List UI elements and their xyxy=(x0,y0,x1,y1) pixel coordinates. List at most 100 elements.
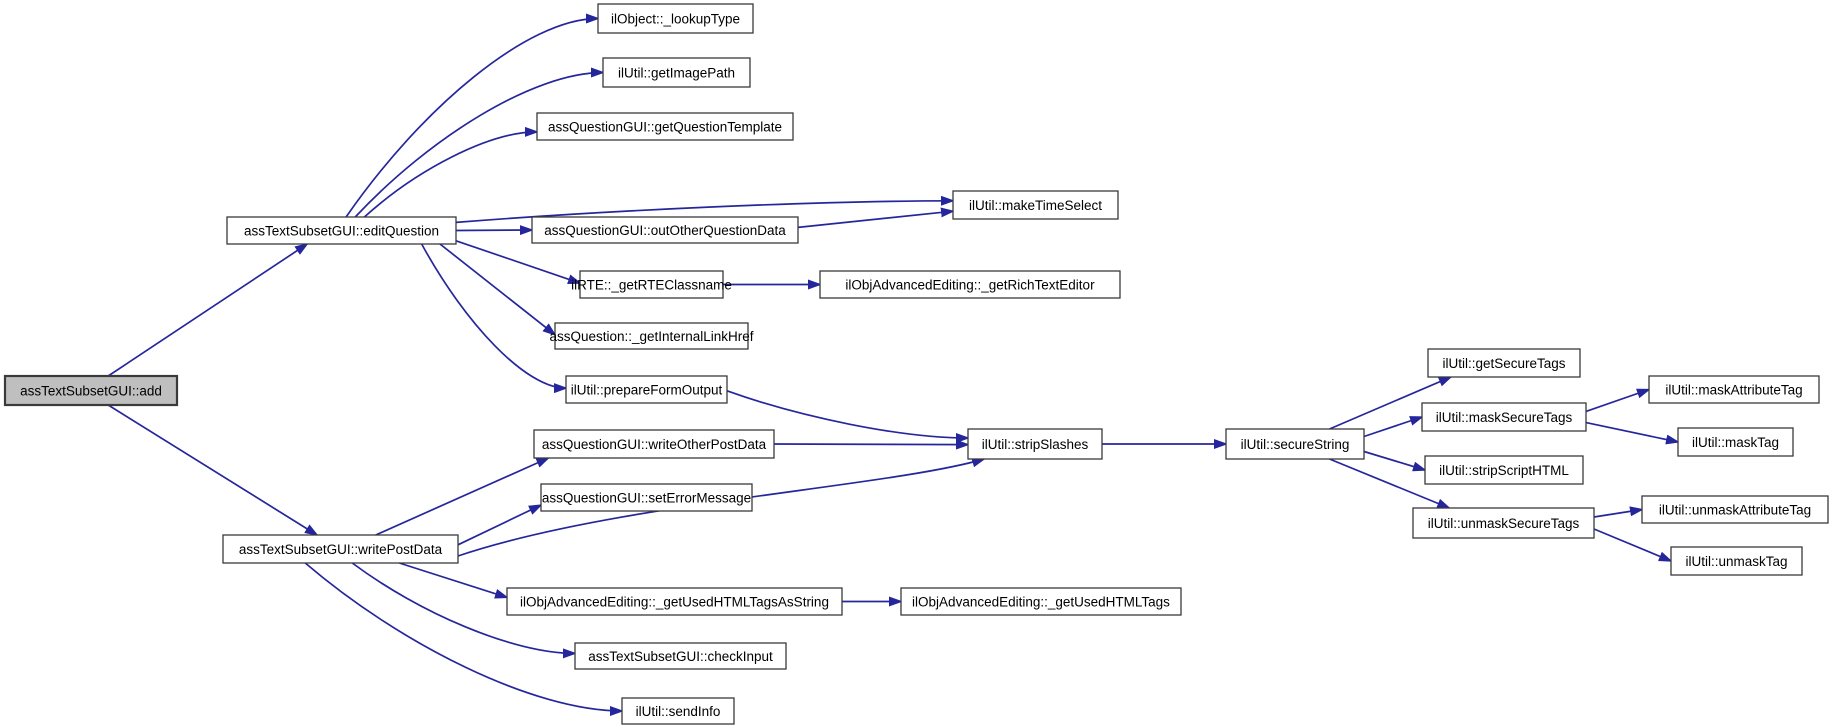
node-box xyxy=(1670,546,1803,576)
edge-editQuestion-to-getRTEClassname xyxy=(455,239,582,284)
node-label: assTextSubsetGUI::add xyxy=(20,383,162,398)
edge-add-to-writePostData xyxy=(107,404,319,537)
node-box xyxy=(602,57,751,88)
node-box xyxy=(506,587,843,616)
node-unmaskSecureTags[interactable]: ilUtil::unmaskSecureTags xyxy=(1412,507,1595,539)
edge-outOtherQuestionData-to-makeTimeSelect xyxy=(797,207,955,229)
node-label: ilUtil::stripSlashes xyxy=(982,437,1089,452)
node-label: assQuestionGUI::getQuestionTemplate xyxy=(548,119,782,134)
node-label: ilUtil::unmaskTag xyxy=(1685,554,1787,569)
edge-secureString-to-stripScriptHTML xyxy=(1363,450,1427,472)
edge-maskSecureTags-to-maskTag xyxy=(1585,421,1680,445)
node-box xyxy=(540,483,753,512)
node-box xyxy=(565,375,728,404)
node-checkInput[interactable]: assTextSubsetGUI::checkInput xyxy=(574,642,787,670)
edge-maskSecureTags-to-maskAttributeTag xyxy=(1585,388,1651,413)
node-box xyxy=(952,190,1119,220)
node-makeTimeSelect[interactable]: ilUtil::makeTimeSelect xyxy=(952,190,1119,220)
node-label: ilObjAdvancedEditing::_getUsedHTMLTagsAs… xyxy=(520,594,829,609)
node-getRTEClassname[interactable]: ilRTE::_getRTEClassname xyxy=(571,270,732,299)
node-label: assTextSubsetGUI::checkInput xyxy=(588,649,773,664)
node-label: ilRTE::_getRTEClassname xyxy=(571,277,732,292)
node-box xyxy=(226,216,457,245)
node-prepareFormOutput[interactable]: ilUtil::prepareFormOutput xyxy=(565,375,728,404)
edge-editQuestion-to-getQuestionTemplate xyxy=(363,126,539,218)
node-box xyxy=(1641,495,1829,524)
node-label: assQuestionGUI::writeOtherPostData xyxy=(542,437,767,452)
edge-add-to-editQuestion xyxy=(107,242,309,377)
node-sendInfo[interactable]: ilUtil::sendInfo xyxy=(621,697,735,725)
node-getInternalLinkHref[interactable]: assQuestion::_getInternalLinkHref xyxy=(549,322,754,350)
node-maskSecureTags[interactable]: ilUtil::maskSecureTags xyxy=(1421,402,1587,432)
node-label: ilUtil::getSecureTags xyxy=(1442,356,1565,371)
node-getSecureTags[interactable]: ilUtil::getSecureTags xyxy=(1427,348,1581,378)
node-label: ilUtil::makeTimeSelect xyxy=(969,198,1102,213)
node-box xyxy=(536,112,794,141)
edge-prepareFormOutput-to-stripSlashes xyxy=(726,390,970,443)
node-box xyxy=(222,534,459,564)
node-label: ilUtil::stripScriptHTML xyxy=(1439,463,1569,478)
node-maskAttributeTag[interactable]: ilUtil::maskAttributeTag xyxy=(1648,375,1820,404)
node-setErrorMessage[interactable]: assQuestionGUI::setErrorMessage xyxy=(540,483,753,512)
node-label: assQuestionGUI::setErrorMessage xyxy=(542,490,751,505)
node-box xyxy=(819,270,1121,299)
node-lookupType[interactable]: ilObject::_lookupType xyxy=(597,3,754,34)
node-box xyxy=(1424,455,1584,485)
node-label: assQuestionGUI::outOtherQuestionData xyxy=(544,223,786,238)
node-label: ilObjAdvancedEditing::_getRichTextEditor xyxy=(845,277,1095,292)
node-box xyxy=(574,642,787,670)
node-getUsedHTMLTagsAsString[interactable]: ilObjAdvancedEditing::_getUsedHTMLTagsAs… xyxy=(506,587,843,616)
node-label: ilUtil::maskAttributeTag xyxy=(1665,382,1802,397)
node-label: ilUtil::maskTag xyxy=(1692,435,1779,450)
node-getRichTextEditor[interactable]: ilObjAdvancedEditing::_getRichTextEditor xyxy=(819,270,1121,299)
node-getImagePath[interactable]: ilUtil::getImagePath xyxy=(602,57,751,88)
node-maskTag[interactable]: ilUtil::maskTag xyxy=(1677,427,1794,457)
node-box xyxy=(621,697,735,725)
node-secureString[interactable]: ilUtil::secureString xyxy=(1225,428,1365,460)
node-editQuestion[interactable]: assTextSubsetGUI::editQuestion xyxy=(226,216,457,245)
edge-unmaskSecureTags-to-unmaskTag xyxy=(1593,528,1673,562)
edge-writeOtherPostData-to-stripSlashes xyxy=(773,439,970,450)
node-stripScriptHTML[interactable]: ilUtil::stripScriptHTML xyxy=(1424,455,1584,485)
node-box xyxy=(1427,348,1581,378)
edge-writePostData-to-sendInfo xyxy=(304,562,624,716)
edge-writePostData-to-writeOtherPostData xyxy=(375,457,551,536)
node-writePostData[interactable]: assTextSubsetGUI::writePostData xyxy=(222,534,459,564)
edge-writePostData-to-setErrorMessage xyxy=(457,504,543,546)
node-box xyxy=(579,270,724,299)
node-label: assTextSubsetGUI::writePostData xyxy=(239,542,443,557)
node-writeOtherPostData[interactable]: assQuestionGUI::writeOtherPostData xyxy=(533,429,775,459)
node-box xyxy=(900,587,1182,616)
node-add[interactable]: assTextSubsetGUI::add xyxy=(3,374,179,407)
node-label: assTextSubsetGUI::editQuestion xyxy=(244,223,439,238)
node-stripSlashes[interactable]: ilUtil::stripSlashes xyxy=(967,428,1103,460)
node-label: ilUtil::sendInfo xyxy=(636,704,721,719)
node-label: ilObjAdvancedEditing::_getUsedHTMLTags xyxy=(912,594,1170,609)
edge-secureString-to-maskSecureTags xyxy=(1363,416,1424,438)
edge-secureString-to-unmaskSecureTags xyxy=(1329,458,1452,509)
edge-editQuestion-to-outOtherQuestionData xyxy=(455,225,534,236)
node-box xyxy=(533,429,775,459)
node-getUsedHTMLTags[interactable]: ilObjAdvancedEditing::_getUsedHTMLTags xyxy=(900,587,1182,616)
edge-writePostData-to-getUsedHTMLTagsAsString xyxy=(398,562,509,599)
node-unmaskAttributeTag[interactable]: ilUtil::unmaskAttributeTag xyxy=(1641,495,1829,524)
node-unmaskTag[interactable]: ilUtil::unmaskTag xyxy=(1670,546,1803,576)
node-getQuestionTemplate[interactable]: assQuestionGUI::getQuestionTemplate xyxy=(536,112,794,141)
node-label: ilUtil::unmaskSecureTags xyxy=(1428,516,1580,531)
edge-secureString-to-getSecureTags xyxy=(1329,376,1453,430)
node-label: ilUtil::secureString xyxy=(1241,437,1350,452)
edge-unmaskSecureTags-to-unmaskAttributeTag xyxy=(1593,506,1644,518)
edge-editQuestion-to-prepareFormOutput xyxy=(420,243,568,394)
node-box xyxy=(1412,507,1595,539)
node-box xyxy=(597,3,754,34)
node-label: ilUtil::getImagePath xyxy=(618,65,735,80)
edge-editQuestion-to-lookupType xyxy=(345,13,600,218)
edge-editQuestion-to-getImagePath xyxy=(354,67,605,218)
node-outOtherQuestionData[interactable]: assQuestionGUI::outOtherQuestionData xyxy=(531,216,799,244)
node-box xyxy=(531,216,799,244)
node-box xyxy=(967,428,1103,460)
edge-editQuestion-to-makeTimeSelect xyxy=(455,195,955,224)
root-node-box xyxy=(3,374,179,407)
